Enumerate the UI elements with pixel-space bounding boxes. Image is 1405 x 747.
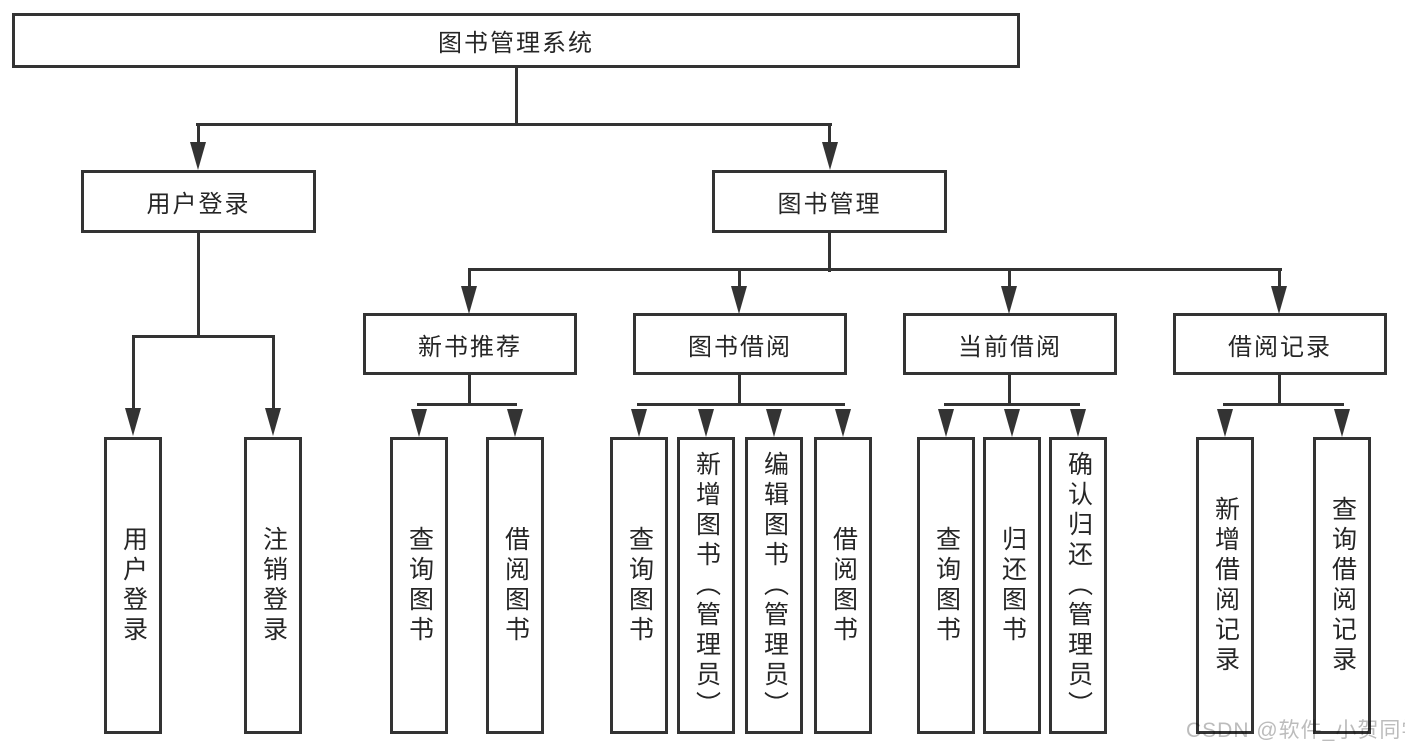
connector-bar <box>417 403 517 406</box>
arrow-down-icon <box>125 408 141 436</box>
node-book-management: 图书管理 <box>712 170 947 233</box>
arrow-down-icon <box>1070 409 1086 437</box>
node-current-borrowing: 当前借阅 <box>903 313 1117 375</box>
connector-stub <box>828 232 831 272</box>
arrow-down-icon <box>822 142 838 170</box>
leaf-add-books-admin: 新增图书（管理员） <box>677 437 735 734</box>
arrow-down-icon <box>1004 409 1020 437</box>
arrow-down-icon <box>190 142 206 170</box>
arrow-down-icon <box>1334 409 1350 437</box>
leaf-return-books: 归还图书 <box>983 437 1041 734</box>
connector-bar <box>468 268 1282 271</box>
arrow-down-icon <box>631 409 647 437</box>
arrow-down-icon <box>698 409 714 437</box>
connector-stem <box>738 268 741 288</box>
connector-bar <box>1223 403 1344 406</box>
arrow-down-icon <box>835 409 851 437</box>
arrow-down-icon <box>1001 286 1017 314</box>
connector-bar <box>637 403 845 406</box>
connector-root-bar <box>196 123 832 126</box>
arrow-down-icon <box>265 408 281 436</box>
leaf-logout: 注销登录 <box>244 437 302 734</box>
connector-stub <box>1278 374 1281 406</box>
arrow-down-icon <box>1217 409 1233 437</box>
leaf-query-books: 查询图书 <box>610 437 668 734</box>
leaf-edit-books-admin: 编辑图书（管理员） <box>745 437 803 734</box>
arrow-down-icon <box>766 409 782 437</box>
connector-bar <box>944 403 1080 406</box>
arrow-down-icon <box>411 409 427 437</box>
node-new-book-recommendation: 新书推荐 <box>363 313 577 375</box>
leaf-query-books: 查询图书 <box>917 437 975 734</box>
leaf-add-borrow-record: 新增借阅记录 <box>1196 437 1254 734</box>
connector-bar <box>132 335 275 338</box>
connector-stem <box>1008 268 1011 288</box>
node-library-management-system: 图书管理系统 <box>12 13 1020 68</box>
leaf-borrow-books: 借阅图书 <box>814 437 872 734</box>
leaf-query-borrow-record: 查询借阅记录 <box>1313 437 1371 734</box>
leaf-user-login: 用户登录 <box>104 437 162 734</box>
node-borrowing-records: 借阅记录 <box>1173 313 1387 375</box>
connector-root-stub <box>515 67 518 126</box>
arrow-down-icon <box>461 286 477 314</box>
arrow-down-icon <box>507 409 523 437</box>
connector-stem <box>828 123 831 145</box>
connector-stem <box>468 268 471 288</box>
csdn-watermark: CSDN @软件_小贺同学 <box>1186 719 1405 742</box>
connector-stub <box>468 374 471 406</box>
arrow-down-icon <box>731 286 747 314</box>
connector-stub <box>738 374 741 406</box>
leaf-query-books: 查询图书 <box>390 437 448 734</box>
node-user-login: 用户登录 <box>81 170 316 233</box>
arrow-down-icon <box>938 409 954 437</box>
connector-stem <box>272 335 275 411</box>
node-book-borrowing: 图书借阅 <box>633 313 847 375</box>
leaf-borrow-books: 借阅图书 <box>486 437 544 734</box>
leaf-confirm-return-admin: 确认归还（管理员） <box>1049 437 1107 734</box>
connector-stem <box>1278 268 1281 288</box>
connector-stem <box>197 123 200 145</box>
arrow-down-icon <box>1271 286 1287 314</box>
connector-stub <box>197 232 200 338</box>
connector-stub <box>1008 374 1011 406</box>
connector-stem <box>132 335 135 411</box>
